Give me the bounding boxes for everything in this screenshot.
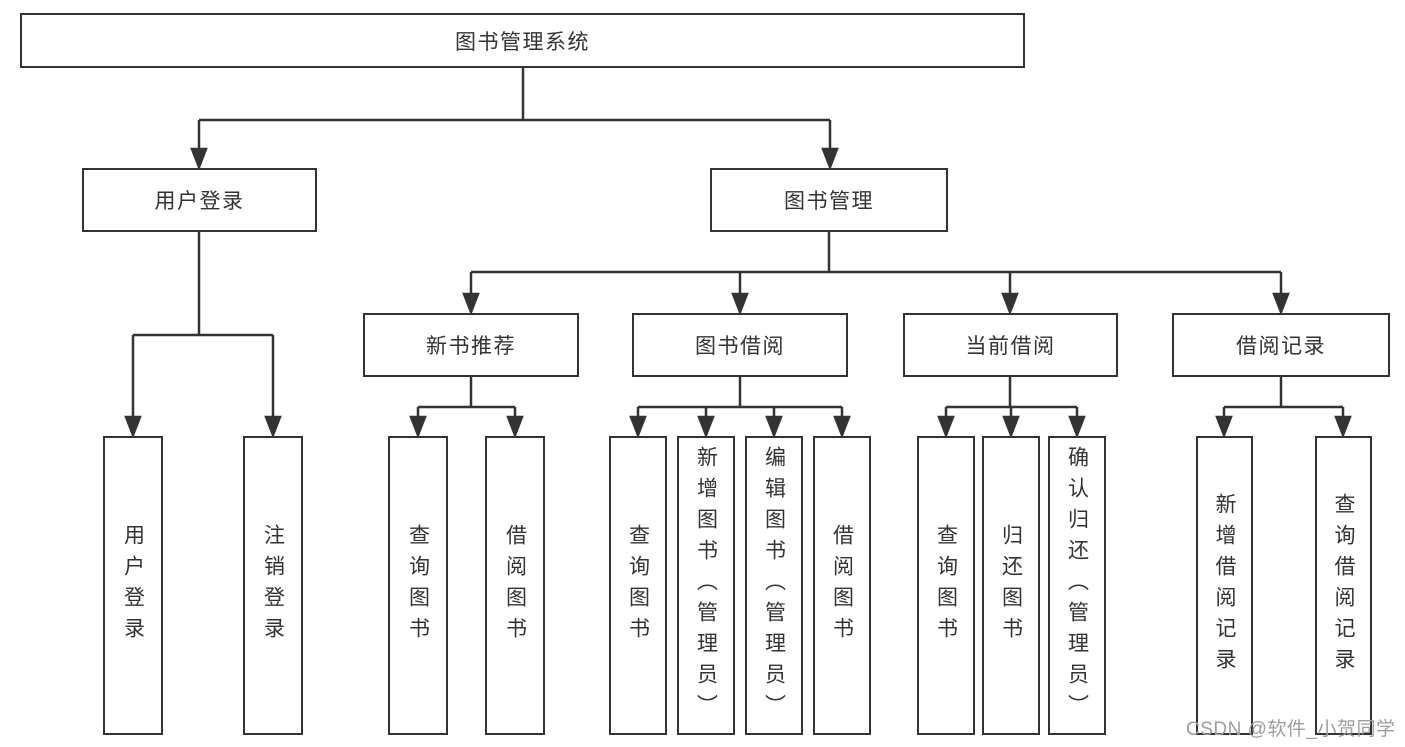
arrowhead-icon <box>1001 292 1019 316</box>
node-user-login: 用户登录 <box>82 168 317 232</box>
vertical-label: 查询图书 <box>626 523 650 648</box>
arrowhead-icon <box>409 415 427 439</box>
vertical-label: 确认归还（管理员） <box>1065 446 1089 725</box>
arrowhead-icon <box>1002 415 1020 439</box>
node-current-borrowing: 当前借阅 <box>903 313 1118 377</box>
arrowhead-icon <box>629 415 647 439</box>
node-book-management: 图书管理 <box>710 168 948 232</box>
connector-book-borrowing <box>629 376 851 439</box>
leaf-add-book-admin: 新增图书（管理员） <box>677 436 735 735</box>
connector-current-borrowing <box>937 376 1086 439</box>
leaf-query-borrow-record: 查询借阅记录 <box>1315 436 1372 735</box>
vertical-label: 编辑图书（管理员） <box>762 446 786 725</box>
vertical-label: 查询图书 <box>934 523 958 648</box>
arrowhead-icon <box>1215 415 1233 439</box>
vertical-label: 注销登录 <box>261 523 285 648</box>
leaf-borrowing-query-books: 查询图书 <box>609 436 667 735</box>
node-new-book-recommendation: 新书推荐 <box>363 313 579 377</box>
arrowhead-icon <box>937 415 955 439</box>
node-book-borrowing: 图书借阅 <box>632 313 848 377</box>
leaf-recommend-borrow-books: 借阅图书 <box>485 436 545 735</box>
arrowhead-icon <box>1068 415 1086 439</box>
leaf-borrowing-borrow-books: 借阅图书 <box>813 436 871 735</box>
vertical-label: 新增图书（管理员） <box>694 446 718 725</box>
leaf-user-login: 用户登录 <box>103 436 163 735</box>
vertical-label: 归还图书 <box>999 523 1023 648</box>
leaf-recommend-query-books: 查询图书 <box>388 436 448 735</box>
connector-user-login <box>124 231 282 439</box>
arrowhead-icon <box>462 292 480 316</box>
arrowhead-icon <box>124 415 142 439</box>
vertical-label: 查询借阅记录 <box>1332 492 1355 679</box>
connector-book-management <box>462 231 1290 316</box>
leaf-return-books: 归还图书 <box>982 436 1040 735</box>
leaf-current-query-books: 查询图书 <box>917 436 975 735</box>
leaf-edit-book-admin: 编辑图书（管理员） <box>745 436 803 735</box>
arrowhead-icon <box>264 415 282 439</box>
arrowhead-icon <box>833 415 851 439</box>
vertical-label: 查询图书 <box>406 523 430 648</box>
arrowhead-icon <box>821 147 839 171</box>
arrowhead-icon <box>506 415 524 439</box>
node-library-management-system: 图书管理系统 <box>20 13 1025 68</box>
connector-root-to-level2 <box>190 67 839 171</box>
leaf-logout: 注销登录 <box>243 436 303 735</box>
arrowhead-icon <box>731 292 749 316</box>
vertical-label: 借阅图书 <box>503 523 527 648</box>
vertical-label: 用户登录 <box>121 523 145 648</box>
node-borrowing-records: 借阅记录 <box>1172 313 1390 377</box>
connector-new-book-recommendation <box>409 376 524 439</box>
arrowhead-icon <box>765 415 783 439</box>
arrowhead-icon <box>1272 292 1290 316</box>
leaf-confirm-return-admin: 确认归还（管理员） <box>1048 436 1106 735</box>
arrowhead-icon <box>190 147 208 171</box>
csdn-watermark: CSDN @软件_小贺同学 <box>1186 719 1396 740</box>
connector-borrowing-records <box>1215 376 1352 439</box>
vertical-label: 借阅图书 <box>830 523 854 648</box>
leaf-add-borrow-record: 新增借阅记录 <box>1196 436 1253 735</box>
arrowhead-icon <box>697 415 715 439</box>
vertical-label: 新增借阅记录 <box>1213 492 1236 679</box>
arrowhead-icon <box>1334 415 1352 439</box>
